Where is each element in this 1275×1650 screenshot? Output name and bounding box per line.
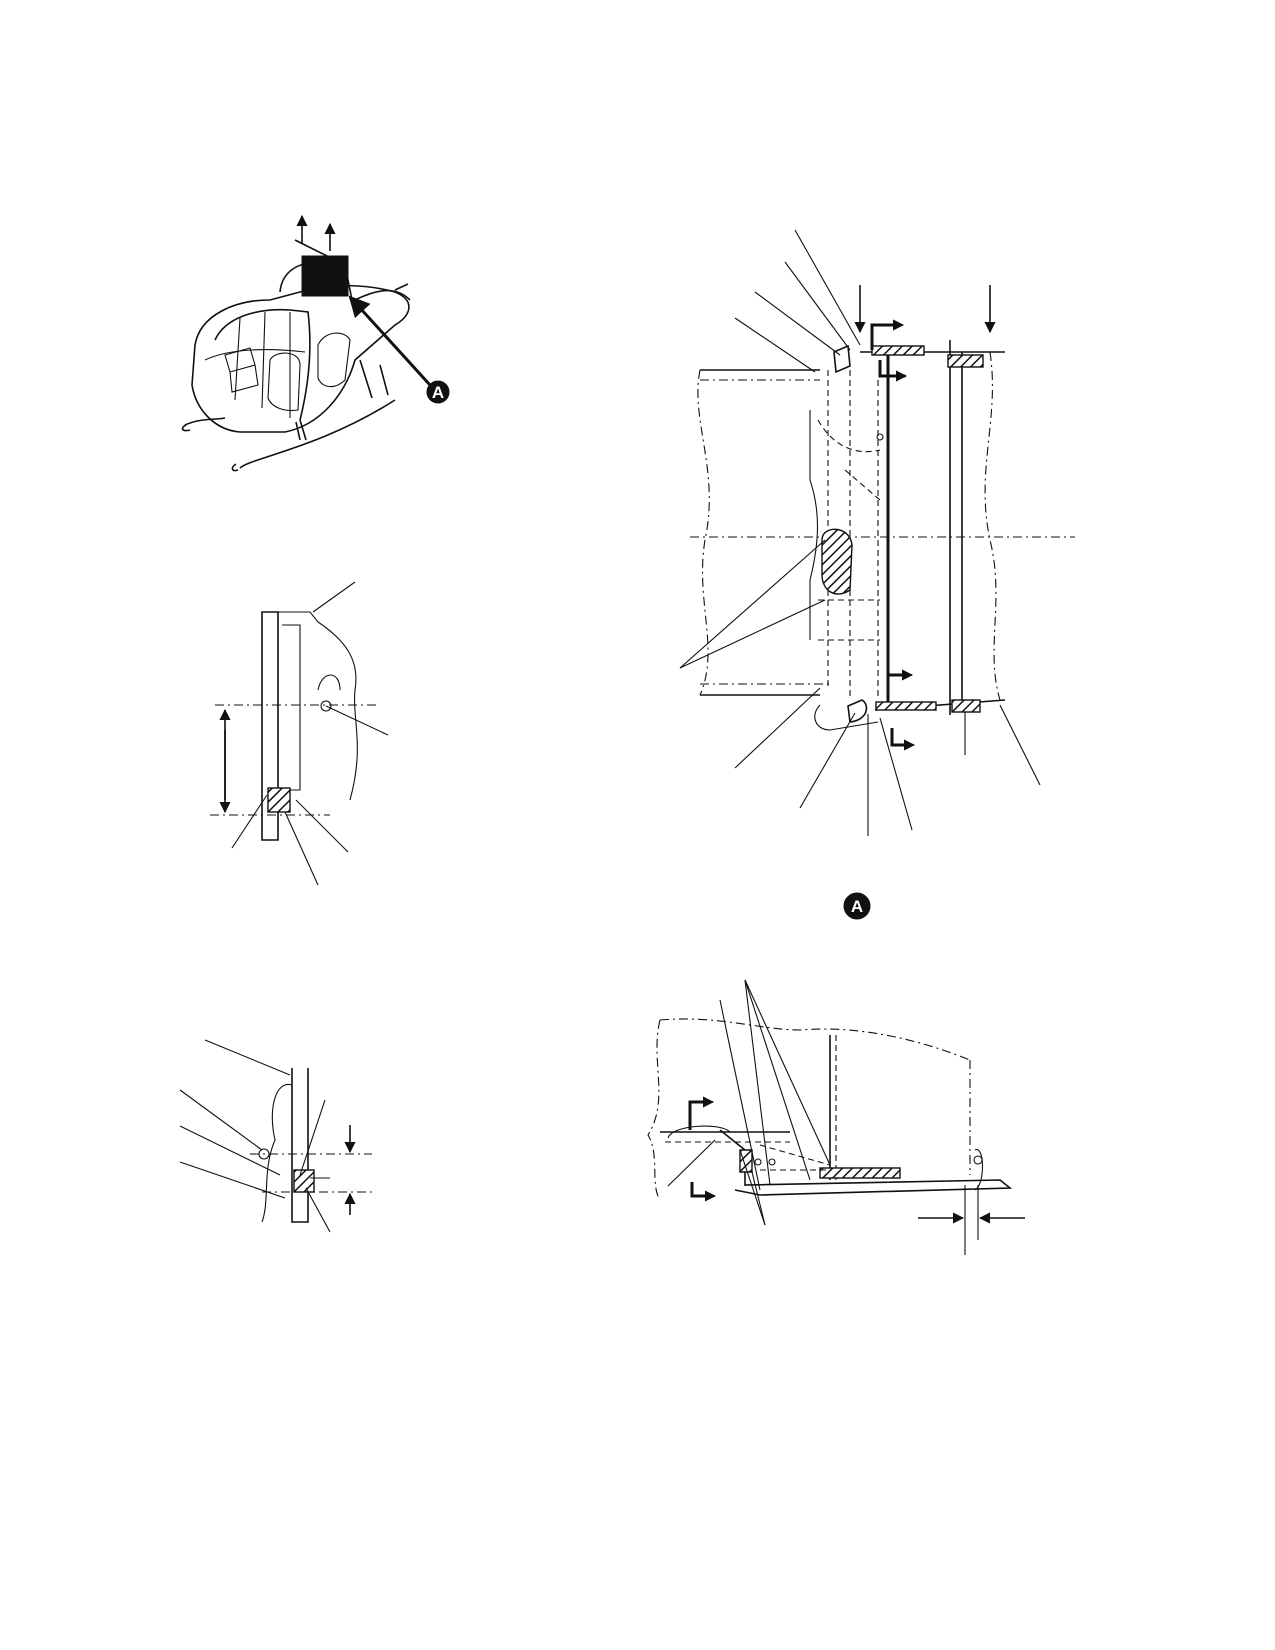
svg-text:A: A [432, 383, 444, 402]
svg-text:A: A [851, 897, 863, 916]
highlighted-component [301, 255, 349, 297]
detail-a-callout-badge: A [426, 380, 450, 404]
helicopter-overview-view: A [181, 214, 450, 472]
right-section-view [647, 979, 1025, 1255]
left-section-view-2 [179, 1039, 372, 1233]
detail-a-title-badge: A [843, 892, 871, 920]
left-section-view-1 [210, 581, 389, 886]
detail-a-view: A [679, 229, 1075, 920]
